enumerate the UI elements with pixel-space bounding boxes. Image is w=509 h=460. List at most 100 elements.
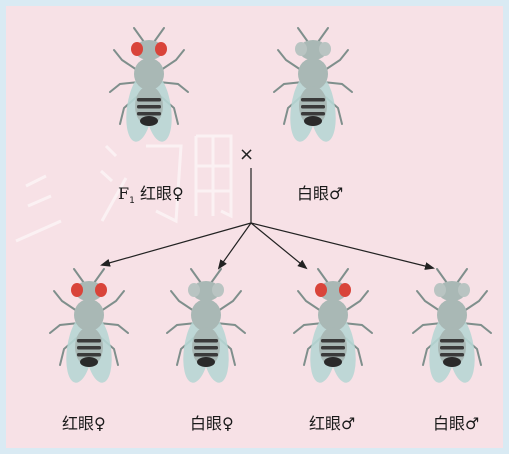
- fly-left-eye: [131, 42, 143, 56]
- fly-leg: [215, 322, 246, 334]
- fly-leg: [190, 268, 202, 284]
- fly-abdomen-stripe: [194, 353, 218, 357]
- fly-leg: [321, 49, 349, 73]
- fly-leg: [277, 49, 305, 73]
- fly-leg: [317, 27, 329, 43]
- fly-leg: [153, 27, 165, 43]
- fly-abdomen-tip: [80, 357, 98, 367]
- fly-abdomen-tip: [443, 357, 461, 367]
- fly-leg: [113, 49, 141, 73]
- fly-head: [319, 281, 347, 301]
- fly-abdomen-stripe: [321, 353, 345, 357]
- fly-leg: [297, 27, 309, 43]
- fly-leg: [273, 81, 304, 93]
- fly-head: [135, 40, 163, 60]
- fly-head: [438, 281, 466, 301]
- fly-leg: [436, 268, 448, 284]
- fly-leg: [53, 290, 81, 314]
- fly-leg: [460, 290, 488, 314]
- arrow-offspring-4: [250, 222, 435, 270]
- fly-leg: [461, 322, 492, 334]
- fly-leg: [93, 268, 105, 284]
- fly-abdomen-tip: [304, 116, 322, 126]
- cross-arrows: [15, 134, 435, 270]
- fly-thorax: [134, 58, 164, 90]
- fly-leg: [456, 268, 468, 284]
- fly-leg: [73, 268, 85, 284]
- fly-abdomen-stripe: [77, 346, 101, 350]
- fly-leg: [158, 81, 189, 93]
- fly-thorax: [74, 299, 104, 331]
- fly-abdomen-stripe: [301, 105, 325, 109]
- fly-abdomen-stripe: [301, 98, 325, 102]
- fly-thorax: [318, 299, 348, 331]
- fly-abdomen-stripe: [440, 353, 464, 357]
- arrow-offspring-1: [100, 222, 252, 267]
- fly-left-eye: [295, 42, 307, 56]
- watermark: [15, 134, 233, 243]
- fly-leg: [49, 322, 80, 334]
- offspring-label-2: 白眼♀: [190, 414, 234, 433]
- offspring-fly-3: [293, 268, 373, 383]
- fly-leg: [342, 322, 373, 334]
- fly-leg: [97, 290, 125, 314]
- fly-leg: [341, 290, 369, 314]
- fly-leg: [210, 268, 222, 284]
- fly-head: [75, 281, 103, 301]
- fly-leg: [297, 290, 325, 314]
- fly-abdomen-stripe: [440, 346, 464, 350]
- fly-leg: [293, 322, 324, 334]
- fly-left-eye: [188, 283, 200, 297]
- fly-abdomen-stripe: [77, 339, 101, 343]
- parent-male-fly: [273, 27, 353, 142]
- fly-leg: [98, 322, 129, 334]
- fly-abdomen-stripe: [194, 346, 218, 350]
- cross-symbol: ×: [239, 144, 255, 165]
- fly-right-eye: [95, 283, 107, 297]
- fly-right-eye: [212, 283, 224, 297]
- fly-abdomen-stripe: [137, 112, 161, 116]
- fly-thorax: [191, 299, 221, 331]
- parent-male-label: 白眼♂: [297, 184, 344, 203]
- fly-leg: [337, 268, 349, 284]
- fly-leg: [412, 322, 443, 334]
- offspring-fly-4: [412, 268, 492, 383]
- fly-abdomen-stripe: [77, 353, 101, 357]
- fly-leg: [322, 81, 353, 93]
- fly-leg: [157, 49, 185, 73]
- fly-right-eye: [155, 42, 167, 56]
- fly-abdomen-tip: [197, 357, 215, 367]
- fly-leg: [166, 322, 197, 334]
- parent-female-phenotype: 红眼♀: [139, 184, 184, 203]
- offspring-label-3: 红眼♂: [309, 414, 356, 433]
- parent-female-label: F1 红眼♀: [118, 180, 184, 206]
- fly-right-eye: [339, 283, 351, 297]
- fly-left-eye: [434, 283, 446, 297]
- fly-abdomen-stripe: [137, 98, 161, 102]
- fly-leg: [133, 27, 145, 43]
- fly-leg: [416, 290, 444, 314]
- fly-head: [299, 40, 327, 60]
- fly-abdomen-tip: [324, 357, 342, 367]
- offspring-label-4: 白眼♂: [433, 414, 480, 433]
- fly-thorax: [437, 299, 467, 331]
- fly-abdomen-stripe: [321, 346, 345, 350]
- fly-thorax: [298, 58, 328, 90]
- offspring-label-1: 红眼♀: [62, 414, 106, 433]
- fly-leg: [109, 81, 140, 93]
- fly-abdomen-stripe: [194, 339, 218, 343]
- fly-abdomen-stripe: [321, 339, 345, 343]
- fly-head: [192, 281, 220, 301]
- fly-left-eye: [315, 283, 327, 297]
- offspring-fly-1: [49, 268, 129, 383]
- fly-abdomen-tip: [140, 116, 158, 126]
- fly-right-eye: [458, 283, 470, 297]
- generation-subscript: 1: [129, 196, 135, 207]
- generation-prefix: F: [118, 184, 130, 203]
- fly-abdomen-stripe: [137, 105, 161, 109]
- fly-abdomen-stripe: [440, 339, 464, 343]
- fly-left-eye: [71, 283, 83, 297]
- fly-leg: [317, 268, 329, 284]
- offspring-fly-2: [166, 268, 246, 383]
